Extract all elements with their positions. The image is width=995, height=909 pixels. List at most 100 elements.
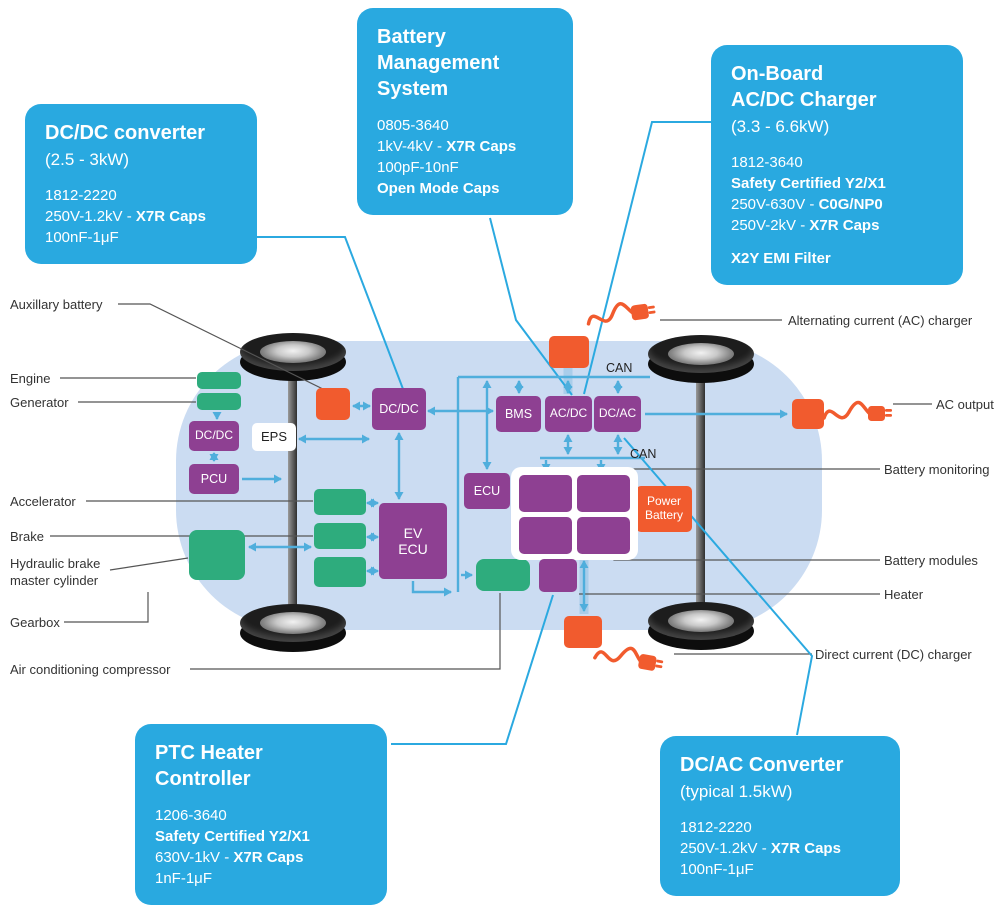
ac-charge-port-block [549, 336, 589, 368]
spec-line: 1812-3640 [731, 153, 803, 171]
wheel-hub-icon [260, 341, 326, 363]
callout-specs: 1206-3640 Safety Certified Y2/X1 630V-1k… [155, 805, 367, 889]
spec-line: 630V-1kV - X7R Caps [155, 847, 367, 868]
dcac-converter-box: DC/AC [594, 396, 641, 432]
battery-module [577, 517, 630, 554]
spec-bold: X7R Caps [770, 839, 841, 857]
battery-module [519, 475, 572, 512]
spec-bold: Safety Certified Y2/X1 [155, 828, 310, 845]
spec-text: 630V-1kV - [155, 849, 234, 866]
spec-text: 250V-2kV - [731, 216, 810, 234]
spec-text: 250V-630V - [731, 195, 819, 213]
spec-bold: X7R Caps [233, 849, 304, 866]
ac-output-plug-icon [822, 400, 892, 421]
callout-specs: 0805-3640 1kV-4kV - X7R Caps 100pF-10nF … [377, 115, 553, 199]
callout-title: Battery Management System [377, 26, 500, 100]
spec-line: Safety Certified Y2/X1 [155, 826, 367, 847]
bms-box: BMS [496, 396, 541, 432]
ecu-box: ECU [464, 473, 510, 509]
callout-title: DC/DC converter [45, 122, 206, 144]
label-accelerator: Accelerator [10, 494, 76, 509]
spec-line: 250V-630V - C0G/NP0 [731, 194, 943, 215]
callout-title: On-Board AC/DC Charger [731, 63, 877, 111]
spec-line: 250V-2kV - X7R Caps [731, 215, 943, 236]
hydraulic-brake-cylinder-block [189, 530, 245, 580]
spec-line: 100pF-10nF [377, 159, 459, 176]
battery-module [577, 475, 630, 512]
gearbox-block [314, 557, 366, 587]
accelerator-block [314, 489, 366, 515]
spec-line: 0805-3640 [377, 117, 449, 134]
brake-block [314, 523, 366, 549]
spec-bold: X7R Caps [446, 138, 517, 155]
dcdc-converter-box: DC/DC [372, 388, 426, 430]
spec-line: X2Y EMI Filter [731, 248, 943, 269]
label-generator: Generator [10, 395, 69, 410]
label-heater: Heater [884, 587, 924, 602]
spec-bold: C0G/NP0 [818, 195, 883, 213]
acdc-charger-box: AC/DC [545, 396, 592, 432]
heater-block [539, 559, 577, 592]
callout-ptc-heater-controller: PTC Heater Controller 1206-3640 Safety C… [135, 724, 387, 905]
spec-bold: Safety Certified Y2/X1 [731, 174, 886, 192]
ev-ecu-box: EV ECU [379, 503, 447, 579]
spec-line: 1kV-4kV - X7R Caps [377, 136, 553, 157]
spec-line: 250V-1.2kV - X7R Caps [680, 838, 880, 859]
callout-specs: 1812-2220 250V-1.2kV - X7R Caps 100nF-1μ… [45, 185, 237, 248]
dc-charger-plug-icon [593, 646, 664, 671]
callout-specs: 1812-3640 Safety Certified Y2/X1 250V-63… [731, 152, 943, 269]
auxiliary-battery-block [316, 388, 350, 420]
label-engine: Engine [10, 371, 51, 386]
spec-bold: X2Y EMI Filter [731, 249, 831, 267]
label-dc-charger: Direct current (DC) charger [815, 647, 972, 662]
wheel-hub-icon [668, 610, 734, 632]
wheel-hub-icon [668, 343, 734, 365]
callout-title: DC/AC Converter [680, 754, 844, 776]
spec-line: 100nF-1μF [680, 860, 754, 878]
label-battery-modules: Battery modules [884, 553, 978, 568]
label-hydraulic-brake-master-cylinder: Hydraulic brake master cylinder [10, 556, 101, 588]
label-gearbox: Gearbox [10, 615, 60, 630]
dc-charge-port-block [564, 616, 602, 648]
callout-dcac-converter: DC/AC Converter (typical 1.5kW) 1812-222… [660, 736, 900, 896]
eps-box: EPS [252, 423, 296, 451]
left-axle [288, 358, 297, 610]
spec-line: Open Mode Caps [377, 178, 553, 199]
label-air-conditioning-compressor: Air conditioning compressor [10, 662, 171, 677]
ac-charger-plug-icon [586, 302, 656, 326]
spec-text: 250V-1.2kV - [45, 207, 136, 225]
wheel-hub-icon [260, 612, 326, 634]
callout-battery-management-system: Battery Management System 0805-3640 1kV-… [357, 8, 573, 215]
dcdc-left-box: DC/DC [189, 421, 239, 451]
label-ac-output: AC output [936, 397, 994, 412]
wheel-front-right [648, 335, 754, 383]
callout-onboard-acdc-charger: On-Board AC/DC Charger (3.3 - 6.6kW) 181… [711, 45, 963, 285]
callout-dcdc-converter: DC/DC converter (2.5 - 3kW) 1812-2220 25… [25, 104, 257, 264]
wheel-rear-right [648, 602, 754, 650]
spec-bold: X7R Caps [809, 216, 880, 234]
spec-line: 1nF-1μF [155, 870, 212, 887]
callout-specs: 1812-2220 250V-1.2kV - X7R Caps 100nF-1μ… [680, 817, 880, 880]
can-bus-label-top: CAN [606, 361, 633, 375]
callout-title: PTC Heater Controller [155, 742, 263, 790]
label-battery-monitoring: Battery monitoring [884, 462, 990, 477]
pcu-box: PCU [189, 464, 239, 494]
right-axle [696, 358, 705, 608]
can-bus-label-bottom: CAN [630, 447, 657, 461]
engine-block [197, 372, 241, 389]
spec-text: 1kV-4kV - [377, 138, 447, 155]
spec-line: 1812-2220 [45, 186, 117, 204]
callout-subtitle: (3.3 - 6.6kW) [731, 117, 830, 136]
spec-line: 1812-2220 [680, 818, 752, 836]
spec-line: 1206-3640 [155, 807, 227, 824]
callout-subtitle: (typical 1.5kW) [680, 782, 793, 801]
wheel-rear-left [240, 604, 346, 652]
spec-bold: X7R Caps [135, 207, 206, 225]
spec-bold: Open Mode Caps [377, 180, 500, 197]
power-battery-block: Power Battery [636, 486, 692, 532]
spec-text: 250V-1.2kV - [680, 839, 771, 857]
signal-arrows [209, 375, 788, 612]
spec-line: 250V-1.2kV - X7R Caps [45, 206, 237, 227]
